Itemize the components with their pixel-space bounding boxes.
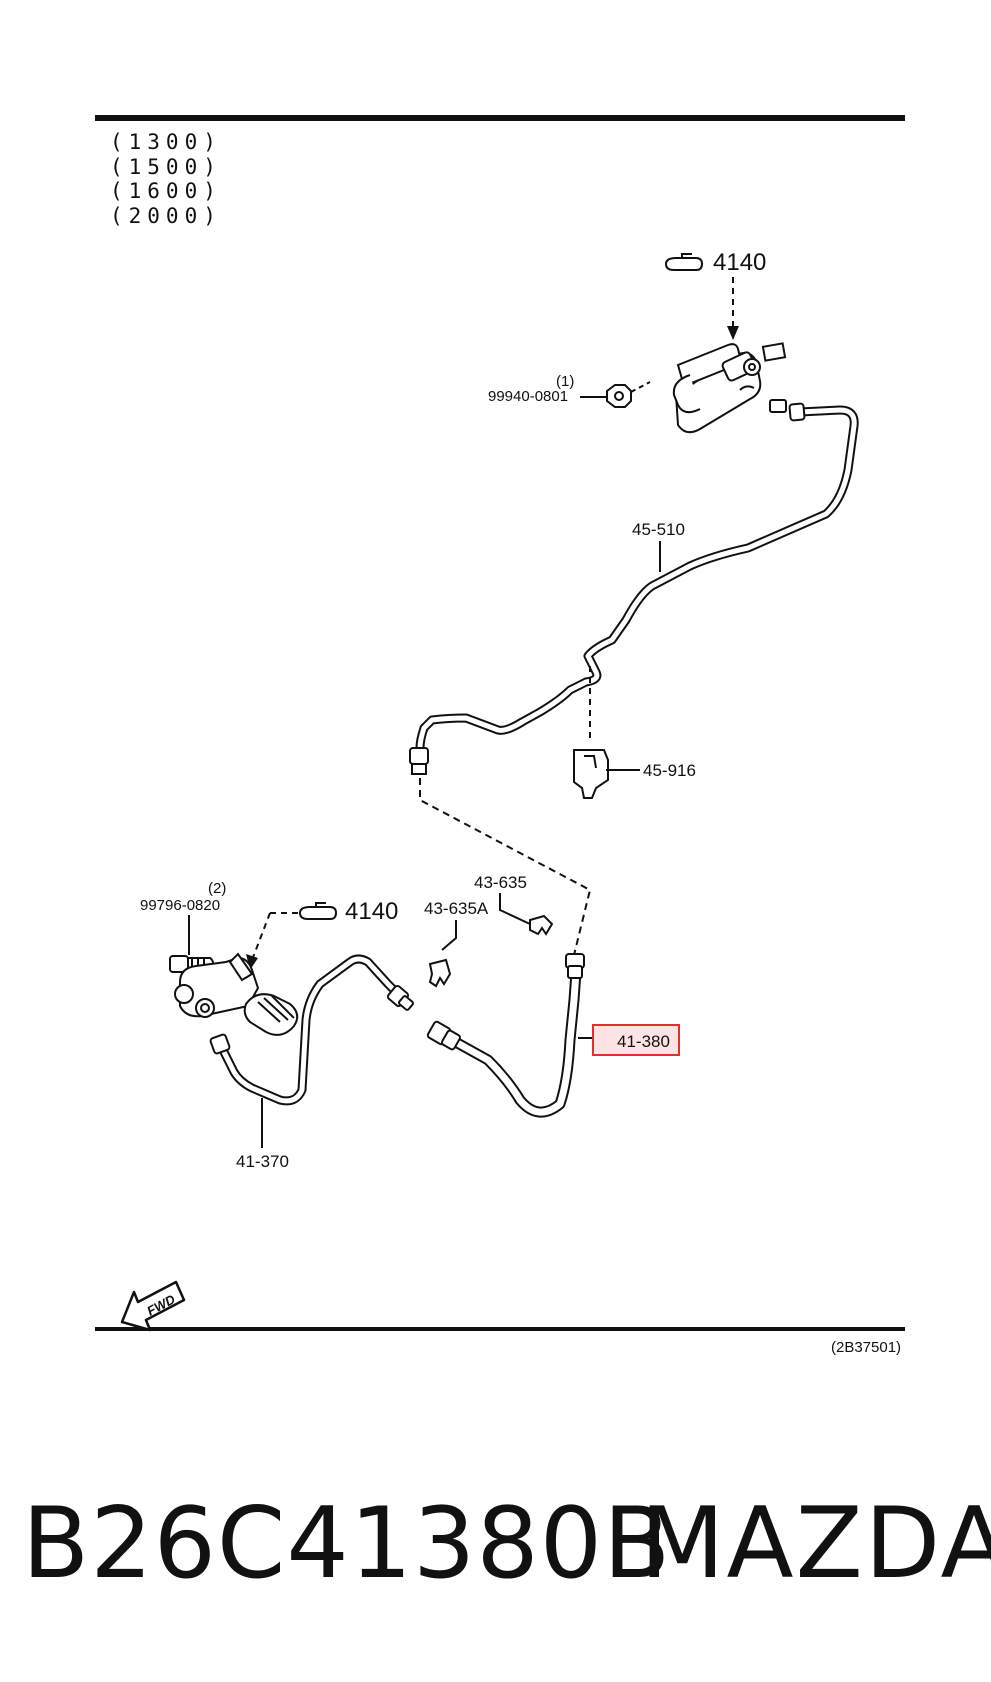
clip-b-leader xyxy=(441,920,457,951)
hose-label: 41-380 xyxy=(617,1032,670,1051)
clutch-hose-41-380[interactable] xyxy=(426,953,585,1118)
connector-dashed xyxy=(419,778,592,956)
nut-part-label: 99940-0801 xyxy=(488,388,568,405)
bottom-rule xyxy=(95,1327,905,1331)
pointing-hand-icon xyxy=(298,902,338,920)
variant-item: (1300) xyxy=(110,130,222,154)
clip-45-916[interactable] xyxy=(573,749,609,799)
variant-item: (1600) xyxy=(110,179,222,203)
pipe-lower-label: 41-370 xyxy=(236,1152,289,1171)
master-cylinder[interactable] xyxy=(672,342,787,434)
highlight-box xyxy=(592,1024,680,1056)
diagram-code: (2B37501) xyxy=(831,1339,901,1356)
pointing-hand-icon xyxy=(664,253,704,271)
release-leader-dashed-v xyxy=(251,912,271,961)
brand-name: MAZDA xyxy=(640,1487,991,1601)
lower-pipe[interactable] xyxy=(209,954,414,1106)
part-number: B26C41380B xyxy=(22,1487,672,1601)
clip-a-leader xyxy=(499,893,531,925)
forward-arrow-icon: FWD xyxy=(120,1280,186,1332)
upper-pipe[interactable] xyxy=(409,402,859,775)
clip-43-635[interactable] xyxy=(529,914,554,936)
variant-list: (1300) (1500) (1600) (2000) xyxy=(110,130,222,228)
arrowhead-icon xyxy=(727,326,739,340)
master-cylinder-ref-label: 4140 xyxy=(713,249,766,276)
pipe-upper-label: 45-510 xyxy=(632,520,685,539)
top-rule xyxy=(95,115,905,121)
clip-upper-label: 45-916 xyxy=(643,761,696,780)
nut-part-callout[interactable]: (1) 99940-0801 xyxy=(488,373,651,408)
nut-qty: (1) xyxy=(556,373,574,390)
bolt-part-label: 99796-0820 xyxy=(140,897,220,914)
nut-dashed xyxy=(630,381,651,393)
release-cylinder-ref-label: 4140 xyxy=(345,898,398,925)
nut-icon xyxy=(606,384,632,408)
variant-item: (2000) xyxy=(110,204,222,228)
clip-43-635a[interactable] xyxy=(428,958,452,988)
clip-b-label: 43-635A xyxy=(424,899,489,918)
release-cylinder[interactable] xyxy=(174,952,299,1036)
master-cylinder-ref[interactable]: 4140 xyxy=(664,249,766,276)
bolt-qty: (2) xyxy=(208,880,226,897)
release-cylinder-ref[interactable]: 4140 xyxy=(246,898,398,970)
clip-a-label: 43-635 xyxy=(474,873,527,892)
variant-item: (1500) xyxy=(110,155,222,179)
